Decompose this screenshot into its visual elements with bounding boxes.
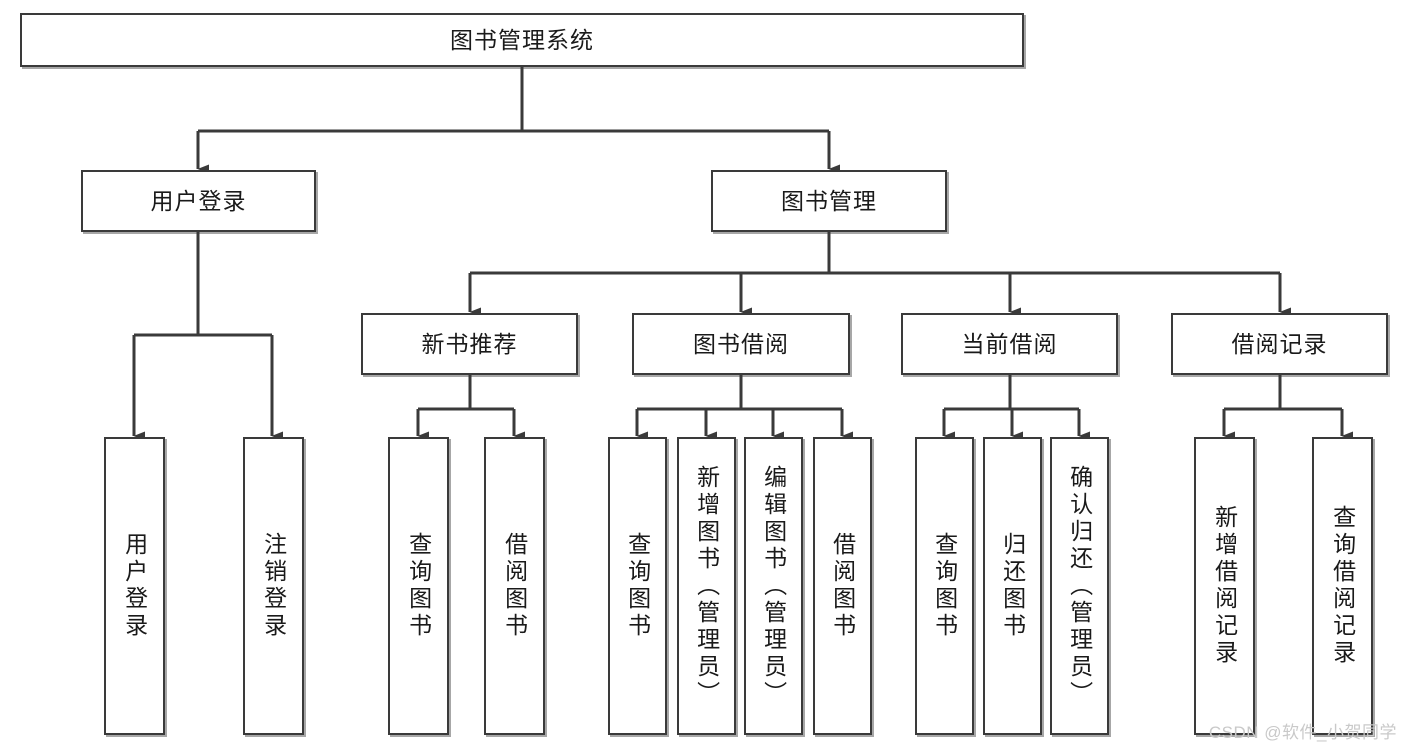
- node-current-borrow[interactable]: 当前借阅: [901, 313, 1118, 375]
- node-label-leaf-query-record: 查询借阅记录: [1329, 505, 1356, 667]
- node-leaf-query-book-3[interactable]: 查询图书: [915, 437, 974, 735]
- node-label-leaf-edit-book: 编辑图书（管理员）: [760, 464, 787, 708]
- node-label-leaf-query-book-2: 查询图书: [624, 532, 651, 640]
- node-leaf-return-book[interactable]: 归还图书: [983, 437, 1042, 735]
- node-label-user-login: 用户登录: [150, 187, 247, 214]
- node-label-leaf-borrow-book-1: 借阅图书: [501, 532, 528, 640]
- node-borrow-record[interactable]: 借阅记录: [1171, 313, 1388, 375]
- node-label-borrow-record: 借阅记录: [1231, 330, 1328, 357]
- node-label-leaf-add-book: 新增图书（管理员）: [693, 464, 720, 708]
- node-label-leaf-borrow-book-2: 借阅图书: [829, 532, 856, 640]
- node-leaf-borrow-book-1[interactable]: 借阅图书: [484, 437, 545, 735]
- node-root-图书管理系统[interactable]: 图书管理系统: [20, 13, 1024, 67]
- node-leaf-logout[interactable]: 注销登录: [243, 437, 304, 735]
- node-leaf-borrow-book-2[interactable]: 借阅图书: [813, 437, 872, 735]
- node-label-leaf-user-login: 用户登录: [121, 532, 148, 640]
- node-label-leaf-query-book-3: 查询图书: [931, 532, 958, 640]
- node-leaf-query-record[interactable]: 查询借阅记录: [1312, 437, 1373, 735]
- node-user-login[interactable]: 用户登录: [81, 170, 316, 232]
- node-leaf-add-book[interactable]: 新增图书（管理员）: [677, 437, 736, 735]
- node-leaf-edit-book[interactable]: 编辑图书（管理员）: [744, 437, 803, 735]
- node-label-new-book-recommend: 新书推荐: [421, 330, 518, 357]
- node-leaf-query-book-1[interactable]: 查询图书: [388, 437, 449, 735]
- node-book-borrow[interactable]: 图书借阅: [632, 313, 850, 375]
- node-leaf-add-record[interactable]: 新增借阅记录: [1194, 437, 1255, 735]
- node-new-book-recommend[interactable]: 新书推荐: [361, 313, 578, 375]
- node-leaf-confirm-return[interactable]: 确认归还（管理员）: [1050, 437, 1109, 735]
- node-label-current-borrow: 当前借阅: [961, 330, 1058, 357]
- node-label-book-manage: 图书管理: [781, 187, 877, 214]
- node-label-leaf-return-book: 归还图书: [999, 532, 1026, 640]
- node-leaf-query-book-2[interactable]: 查询图书: [608, 437, 667, 735]
- node-label-leaf-confirm-return: 确认归还（管理员）: [1066, 464, 1093, 708]
- node-label-book-borrow: 图书借阅: [693, 330, 789, 357]
- node-leaf-user-login[interactable]: 用户登录: [104, 437, 165, 735]
- node-label-leaf-logout: 注销登录: [260, 532, 287, 640]
- watermark-text: CSDN @软件_小贺同学: [1208, 723, 1397, 742]
- root-label: 图书管理系统: [450, 26, 594, 53]
- node-label-leaf-add-record: 新增借阅记录: [1211, 505, 1238, 667]
- node-book-manage[interactable]: 图书管理: [711, 170, 947, 232]
- node-label-leaf-query-book-1: 查询图书: [405, 532, 432, 640]
